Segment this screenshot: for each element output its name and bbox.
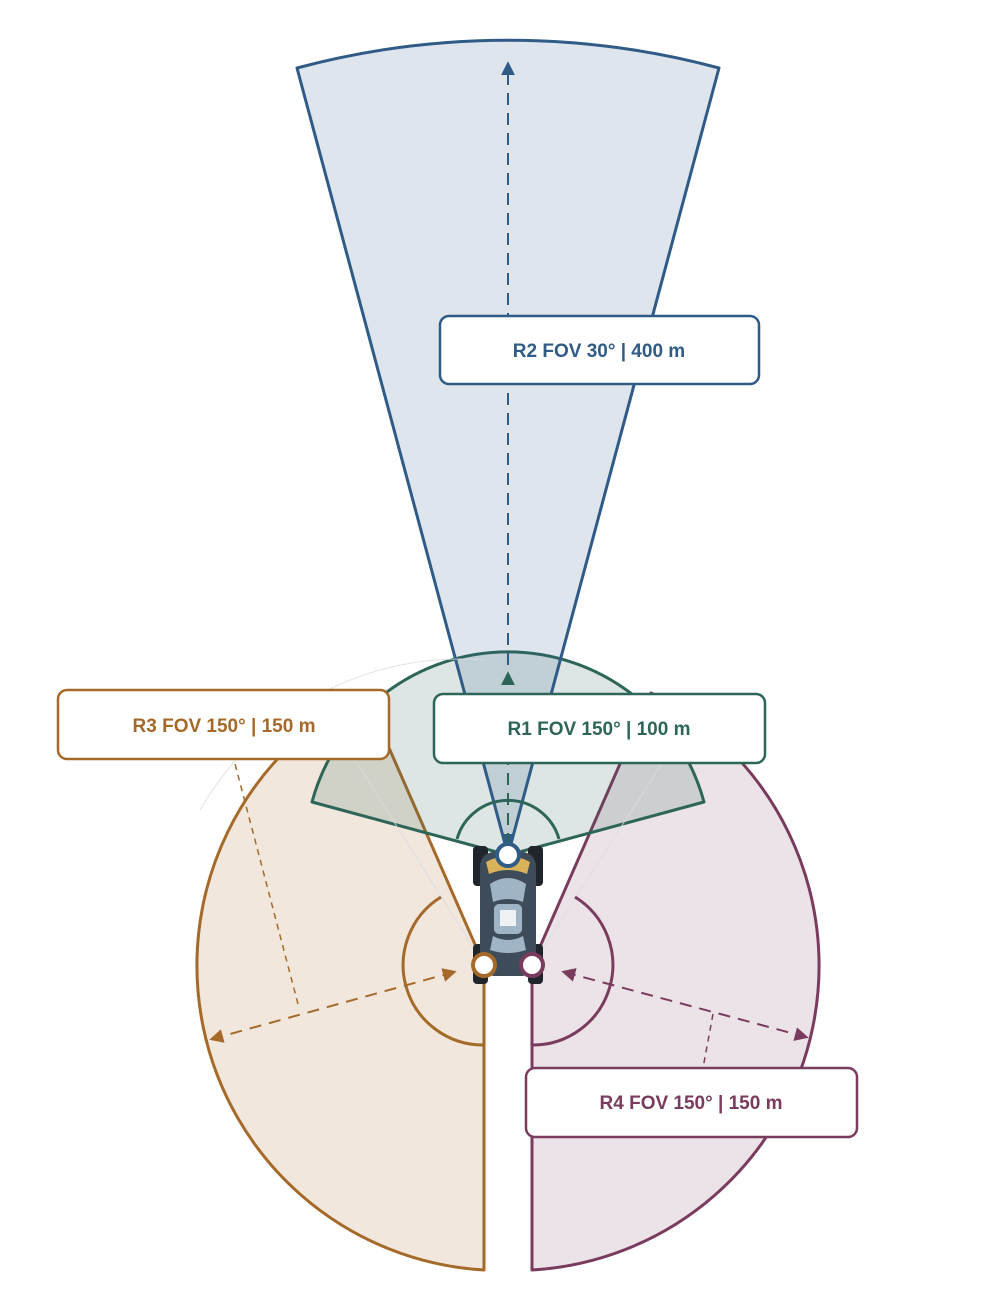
r3-range-arrow (209, 968, 457, 1043)
r3-label: R3 FOV 150° | 150 m (56, 688, 391, 761)
r4-range-arrow (561, 968, 809, 1041)
r2-label: R2 FOV 30° | 400 m (438, 314, 761, 386)
r2-label-text: R2 FOV 30° | 400 m (513, 341, 685, 362)
r4-label-text: R4 FOV 150° | 150 m (600, 1093, 783, 1114)
vehicle-rear-window (490, 936, 526, 953)
vehicle-windshield (490, 878, 526, 902)
r4-sensor-node (519, 952, 545, 978)
r3-label-text: R3 FOV 150° | 150 m (133, 716, 316, 737)
r3-label-leader (233, 759, 299, 1005)
r1-label-text: R1 FOV 150° | 100 m (508, 719, 691, 740)
r4-label-leader (702, 1013, 714, 1069)
r3-sensor-node (471, 952, 497, 978)
r1-label: R1 FOV 150° | 100 m (432, 692, 767, 765)
r4-label: R4 FOV 150° | 150 m (524, 1066, 859, 1139)
r2-sensor-node (495, 842, 521, 868)
